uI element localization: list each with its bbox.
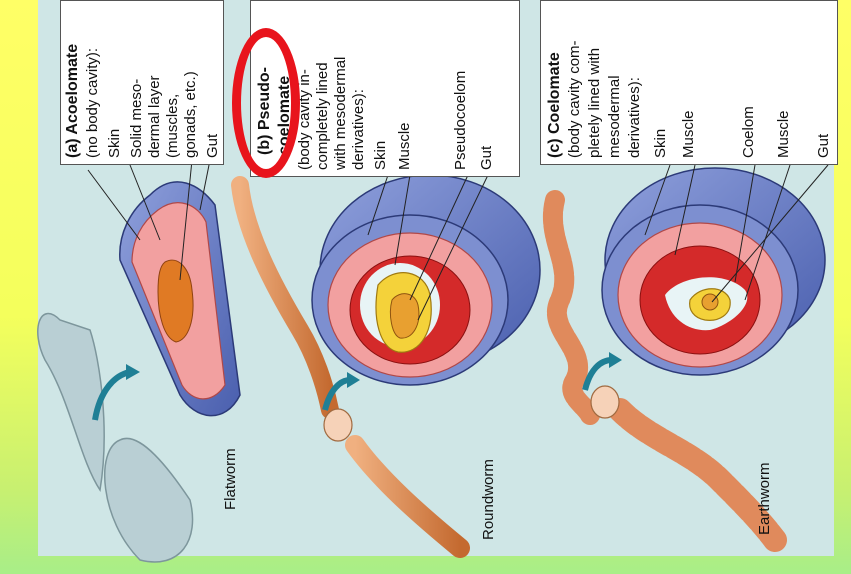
label-muscle-b: Muscle — [396, 122, 413, 170]
animal-label-earthworm: Earthworm — [756, 462, 773, 535]
label-mesoderm-a-3: (muscles, — [164, 94, 181, 158]
label-coelom: Coelom — [740, 106, 757, 158]
label-muscle-c-inner: Muscle — [775, 110, 792, 158]
label-skin-c: Skin — [652, 129, 669, 158]
coelomate-description-1: (body cavity com- — [566, 40, 583, 158]
coelomate-heading: (c) Coelomate — [546, 52, 564, 158]
label-gut-b: Gut — [478, 146, 495, 170]
pseudocoelomate-description-4: derivatives): — [350, 89, 367, 170]
animal-label-roundworm: Roundworm — [480, 459, 497, 540]
label-pseudocoelom: Pseudocoelom — [452, 71, 469, 170]
label-gut-c: Gut — [815, 134, 832, 158]
acoelomate-description: (no body cavity): — [84, 48, 101, 158]
label-gut-a: Gut — [204, 134, 221, 158]
pseudocoelomate-description-2: completely lined — [314, 62, 331, 170]
label-skin-b: Skin — [372, 141, 389, 170]
highlight-circle-annotation — [232, 28, 300, 178]
coelomate-description-4: derivatives): — [626, 77, 643, 158]
label-muscle-c-outer: Muscle — [680, 110, 697, 158]
label-mesoderm-a-1: Solid meso- — [128, 79, 145, 158]
coelomate-description-2: pletely lined with — [586, 48, 603, 158]
label-mesoderm-a-4: gonads, etc.) — [182, 71, 199, 158]
animal-label-flatworm: Flatworm — [222, 448, 239, 510]
acoelomate-cross-section — [120, 182, 240, 416]
pseudocoelomate-description-3: with mesodermal — [332, 57, 349, 170]
label-skin-a: Skin — [106, 129, 123, 158]
coelomate-description-3: mesodermal — [606, 75, 623, 158]
acoelomate-heading: (a) Acoelomate — [64, 44, 82, 158]
label-mesoderm-a-2: dermal layer — [146, 75, 163, 158]
coelomate-cross-section — [602, 168, 825, 375]
pseudocoelomate-cross-section — [312, 175, 540, 385]
